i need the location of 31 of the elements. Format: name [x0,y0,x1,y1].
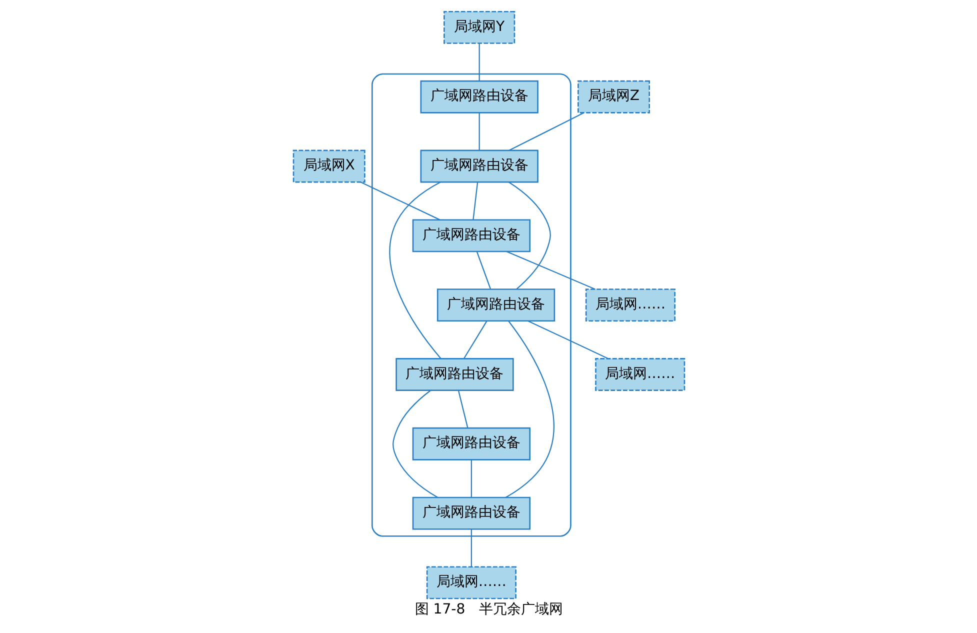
node-box: 局域网Z [577,80,650,114]
node-box: 局域网…… [584,288,675,322]
connector [392,390,438,498]
node-box: 广域网路由设备 [412,427,530,460]
connector [457,390,468,428]
connector [470,460,472,498]
connector [504,320,554,498]
connector [478,112,480,150]
connector [470,529,472,567]
connector [462,320,487,359]
node-box: 广域网路由设备 [395,358,514,391]
node-box: 广域网路由设备 [420,80,538,114]
connector [506,251,595,290]
node-box: 局域网…… [426,566,516,600]
node-box: 局域网Y [443,10,515,44]
connector [508,112,584,151]
node-box: 广域网路由设备 [436,288,555,322]
node-box: 局域网X [292,150,365,183]
connector [472,182,478,220]
node-box: 广域网路由设备 [420,150,538,183]
connector [388,182,441,359]
connector [478,43,480,81]
node-box: 广域网路由设备 [412,496,530,530]
connector [476,251,491,290]
node-box: 广域网路由设备 [412,219,530,252]
cluster [370,73,571,537]
caption: 图 17-8 半冗余广域网 [414,601,563,618]
connector [527,320,608,360]
connector [508,182,550,290]
node-box: 局域网…… [594,358,685,391]
connector [360,182,440,220]
